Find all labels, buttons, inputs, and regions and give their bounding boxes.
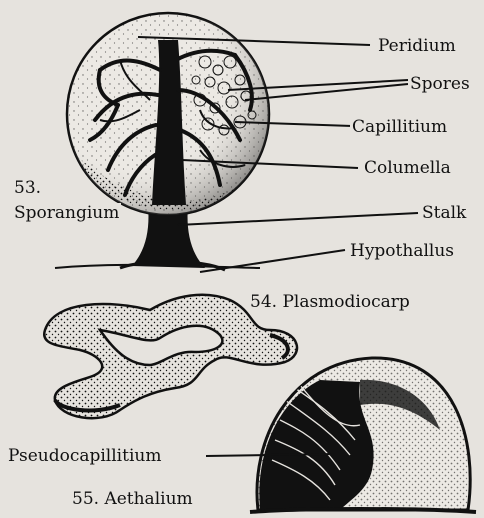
label-pseudocapillitium: Pseudocapillitium [6,446,163,466]
label-fig54: 54. Plasmodiocarp [248,292,412,312]
label-capillitium: Capillitium [350,117,449,137]
label-stalk: Stalk [420,203,468,223]
plasmodiocarp-drawing [44,295,297,418]
label-columella: Columella [362,158,453,178]
label-fig53-number: 53. [12,178,43,198]
label-spores: Spores [408,74,472,94]
label-hypothallus: Hypothallus [348,241,456,261]
label-fig53-name: Sporangium [12,203,121,223]
label-fig55: 55. Aethalium [70,489,195,509]
label-peridium: Peridium [376,36,458,56]
aethalium-drawing [206,350,480,518]
sporangium-drawing [55,10,418,272]
